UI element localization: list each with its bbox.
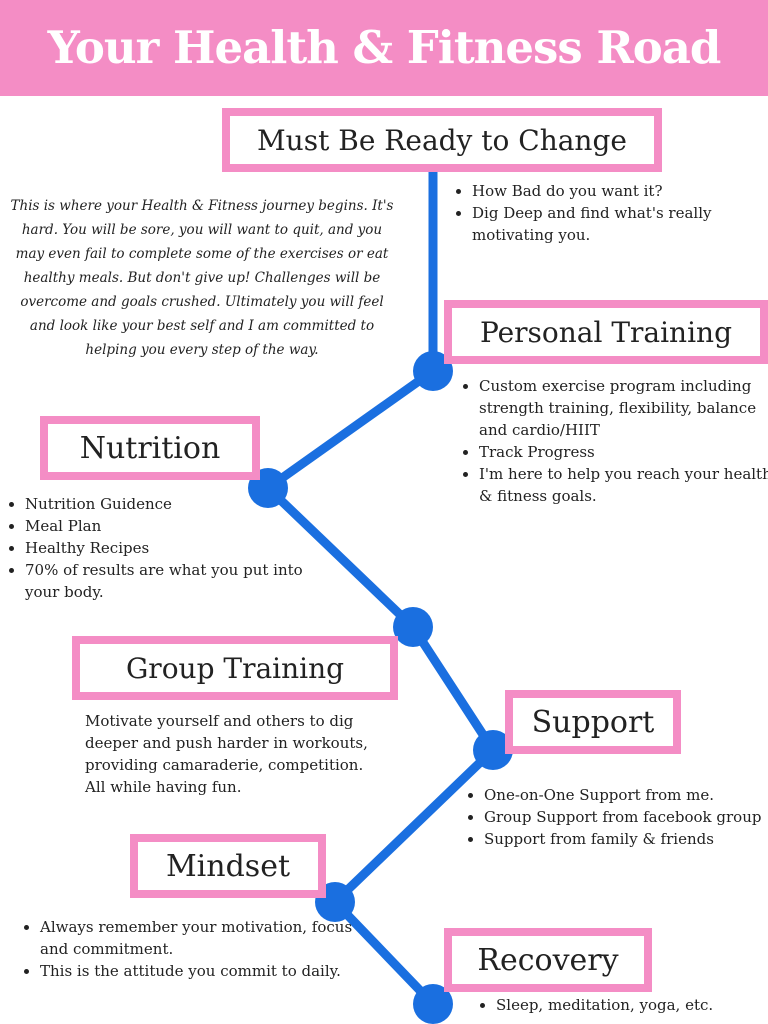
group-training-text: Motivate yourself and others to dig deep… [85, 712, 368, 796]
milestone-dot-personal-training [413, 351, 453, 391]
list-item: Sleep, meditation, yoga, etc. [496, 994, 768, 1016]
list-item: Track Progress [479, 441, 768, 463]
list-item: Meal Plan [25, 515, 335, 537]
list-item: One-on-One Support from me. [484, 784, 768, 806]
recovery-bullet-list: Sleep, meditation, yoga, etc. [476, 994, 768, 1016]
list-item: How Bad do you want it? [472, 180, 768, 202]
list-item: This is the attitude you commit to daily… [40, 960, 360, 982]
list-item: Healthy Recipes [25, 537, 335, 559]
list-item: Nutrition Guidence [25, 493, 335, 515]
mindset-bullet-list: Always remember your motivation, focus a… [20, 916, 360, 982]
stage-title-mindset: Mindset [130, 834, 326, 898]
nutrition-bullet-list: Nutrition Guidence Meal Plan Healthy Rec… [5, 493, 335, 603]
stage-title-recovery: Recovery [444, 928, 652, 992]
intro-paragraph: This is where your Health & Fitness jour… [10, 198, 394, 358]
milestone-dot-group-training [393, 607, 433, 647]
stage-title-nutrition: Nutrition [40, 416, 260, 480]
list-item: I'm here to help you reach your health &… [479, 463, 768, 507]
support-bullet-list: One-on-One Support from me. Group Suppor… [464, 784, 768, 850]
list-item: 70% of results are what you put into you… [25, 559, 335, 603]
list-item: Support from family & friends [484, 828, 768, 850]
stage-title-personal-training: Personal Training [444, 300, 768, 364]
list-item: Custom exercise program including streng… [479, 375, 768, 441]
personal-training-bullet-list: Custom exercise program including streng… [459, 375, 768, 507]
stage-title-must-be-ready: Must Be Ready to Change [222, 108, 662, 172]
stage-title-support: Support [505, 690, 681, 754]
list-item: Always remember your motivation, focus a… [40, 916, 360, 960]
list-item: Group Support from facebook group [484, 806, 768, 828]
page-title: Your Health & Fitness Road Map [0, 0, 768, 170]
list-item: Dig Deep and find what's really motivati… [472, 202, 768, 246]
stage-title-group-training: Group Training [72, 636, 398, 700]
milestone-dot-support [473, 730, 513, 770]
change-bullet-list: How Bad do you want it? Dig Deep and fin… [452, 180, 768, 246]
milestone-dot-recovery [413, 984, 453, 1024]
